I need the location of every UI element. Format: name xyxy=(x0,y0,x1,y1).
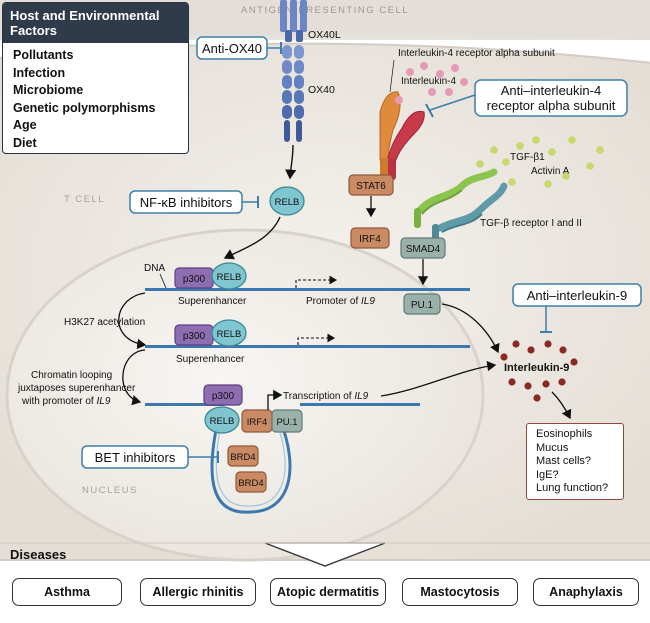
apc-label: ANTIGEN-PRESENTING CELL xyxy=(241,5,409,16)
anti-il4ra-label-2: receptor alpha subunit xyxy=(487,98,616,113)
relb-node-2 xyxy=(211,319,247,347)
tgfbr-label: TGF-β receptor I and II xyxy=(480,218,582,229)
stat6-node xyxy=(348,174,394,196)
svg-text:IRF4: IRF4 xyxy=(359,234,381,245)
tgfb-cytokines xyxy=(476,136,604,188)
disease-mastocytosis: Mastocytosis xyxy=(402,578,518,606)
svg-text:PU.1: PU.1 xyxy=(411,300,434,311)
h3k27-label: H3K27 acetylation xyxy=(64,317,145,328)
looping-label-3: with promoter of IL9 xyxy=(21,396,111,407)
il9-effect: Mucus xyxy=(536,441,569,454)
il9-effect: Mast cells? xyxy=(536,455,592,467)
dna-label: DNA xyxy=(144,263,165,274)
svg-text:PU.1: PU.1 xyxy=(276,417,297,428)
anti-ox40-label: Anti-OX40 xyxy=(202,41,262,56)
il9-effect: Lung function? xyxy=(536,482,609,494)
host-factor-item: Infection xyxy=(13,65,66,80)
ox40l-ligand xyxy=(280,0,307,42)
t-cell-label: T CELL xyxy=(64,194,105,205)
brd4-node-2 xyxy=(235,471,267,493)
diseases-title: Diseases xyxy=(10,547,67,562)
relb-node-3 xyxy=(204,406,240,434)
host-factor-item: Microbiome xyxy=(13,83,84,97)
il9-label: Interleukin-9 xyxy=(504,362,569,374)
svg-text:IRF4: IRF4 xyxy=(247,417,268,428)
tgfb-receptor xyxy=(414,168,508,244)
host-factors-title: Host and Environmental Factors xyxy=(3,3,188,43)
brd4-node-1 xyxy=(227,445,259,467)
looping-label-1: Chromatin looping xyxy=(31,370,112,381)
chromatin-loop xyxy=(210,419,292,514)
svg-text:SMAD4: SMAD4 xyxy=(406,244,441,255)
host-factors-box: Host and Environmental Factors Pollutant… xyxy=(2,2,189,154)
svg-text:RELB: RELB xyxy=(217,329,242,340)
irf4-node xyxy=(350,227,390,249)
dna-strand-1 xyxy=(145,288,470,291)
svg-text:RELB: RELB xyxy=(210,416,235,427)
host-factor-item: Age xyxy=(13,118,37,132)
nucleus-label: NUCLEUS xyxy=(82,485,138,496)
svg-text:RELB: RELB xyxy=(275,197,300,208)
il4ra-label: Interleukin-4 receptor alpha subunit xyxy=(398,48,555,59)
dna-strand-3 xyxy=(145,403,225,406)
ox40l-label: OX40L xyxy=(308,29,341,41)
ox40-receptor xyxy=(282,45,304,142)
svg-text:p300: p300 xyxy=(183,331,206,342)
superenhancer-label-1: Superenhancer xyxy=(178,296,247,307)
anti-il4ra-label-1: Anti–interleukin-4 xyxy=(501,83,601,98)
smad4-node xyxy=(400,237,446,259)
disease-anaphylaxis: Anaphylaxis xyxy=(533,578,639,606)
il9-effects-box: Eosinophils Mucus Mast cells? IgE? Lung … xyxy=(526,423,624,500)
svg-text:STAT6: STAT6 xyxy=(356,181,386,192)
tgfb1-label: TGF-β1 xyxy=(510,152,545,163)
superenhancer-label-2: Superenhancer xyxy=(176,354,245,365)
anti-il9-box xyxy=(512,283,642,307)
il4-receptor xyxy=(379,91,425,180)
dna-strand-2 xyxy=(145,345,470,348)
relb-node-1 xyxy=(211,262,247,290)
svg-text:p300: p300 xyxy=(212,391,235,402)
anti-il4ra-box xyxy=(474,79,628,117)
pu1-node-nucleus xyxy=(271,409,303,433)
activin-label: Activin A xyxy=(531,166,570,177)
host-factor-item: Pollutants xyxy=(13,48,74,62)
il9-effect: Eosinophils xyxy=(536,428,593,440)
looping-label-2: juxtaposes superenhancer xyxy=(17,383,136,394)
host-factor-item: Genetic polymorphisms xyxy=(13,100,156,115)
host-factor-item: Diet xyxy=(13,135,37,150)
nucleus xyxy=(5,228,485,562)
svg-text:BRD4: BRD4 xyxy=(230,452,255,463)
svg-text:BRD4: BRD4 xyxy=(238,478,263,489)
signal-arrow xyxy=(285,144,297,180)
disease-atopic-dermatitis: Atopic dermatitis xyxy=(270,578,386,606)
svg-text:RELB: RELB xyxy=(217,272,242,283)
bet-inhibitor-label: BET inhibitors xyxy=(95,450,176,465)
promoter-label-1: Promoter of IL9 xyxy=(306,296,375,307)
disease-asthma: Asthma xyxy=(12,578,122,606)
p300-node-3 xyxy=(203,384,243,406)
anti-il9-label: Anti–interleukin-9 xyxy=(527,288,627,303)
nfkb-inhibitor-label: NF-κB inhibitors xyxy=(140,195,233,210)
disease-allergic-rhinitis: Allergic rhinitis xyxy=(140,578,256,606)
relb-cytoplasm xyxy=(269,186,305,216)
il9-cytokines xyxy=(500,340,578,402)
transcription-label: Transcription of IL9 xyxy=(283,391,369,402)
il4-label: Interleukin-4 xyxy=(401,76,456,87)
ox40-label: OX40 xyxy=(308,84,335,96)
svg-text:p300: p300 xyxy=(183,274,206,285)
il9-effect: IgE? xyxy=(536,468,559,481)
il4-cytokines xyxy=(395,62,468,104)
pu1-node xyxy=(403,293,441,315)
